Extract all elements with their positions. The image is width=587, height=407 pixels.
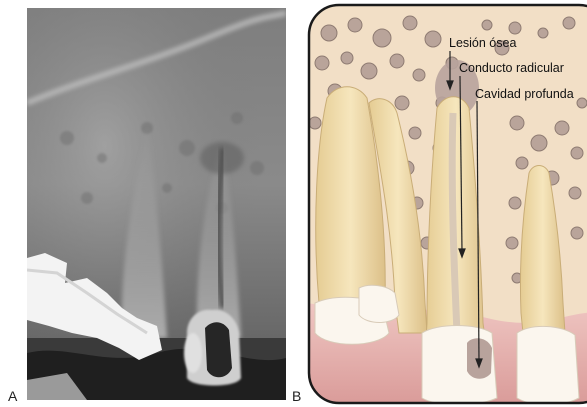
crown-right: [517, 326, 579, 404]
deep-caries: [205, 322, 232, 377]
periapical-lesion: [200, 142, 244, 174]
label-lesion-osea: Lesión ósea: [449, 37, 516, 50]
label-conducto-radicular: Conducto radicular: [459, 62, 564, 75]
panel-label-b: B: [292, 389, 301, 403]
radiograph-image: [27, 8, 286, 400]
panel-label-a: A: [8, 389, 17, 403]
label-cavidad-profunda: Cavidad profunda: [475, 88, 574, 101]
radiograph-panel: [27, 8, 286, 400]
